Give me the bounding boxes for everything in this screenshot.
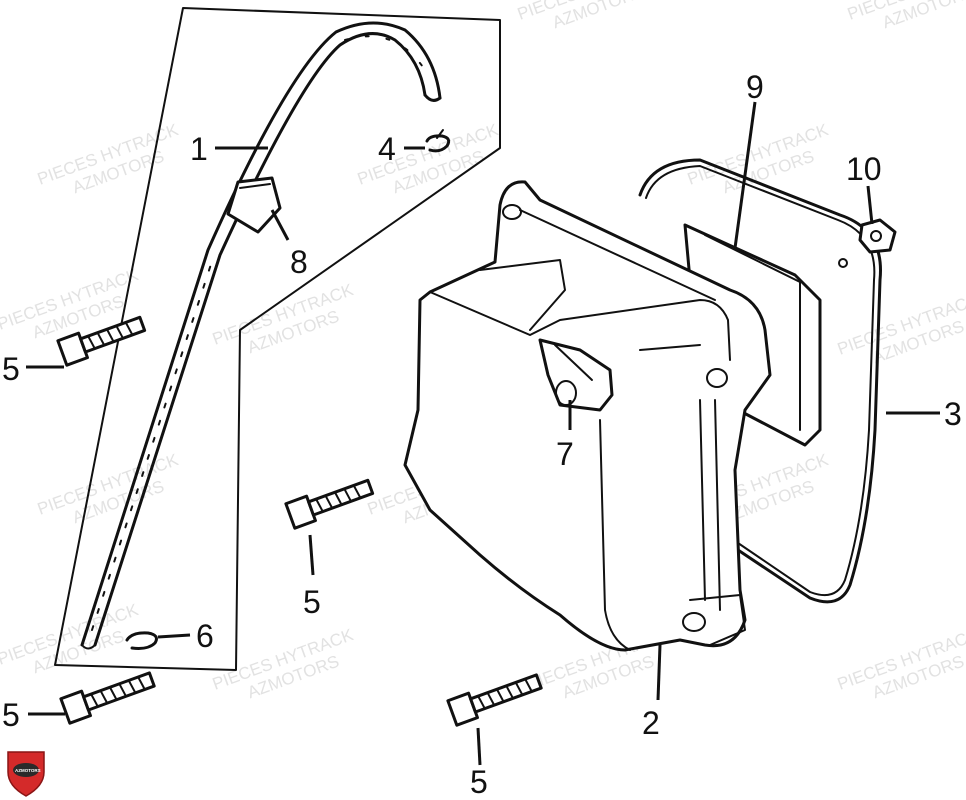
callout-3: 3	[944, 396, 962, 432]
callout-4: 4	[378, 131, 396, 167]
gasket-nut	[838, 218, 897, 268]
bolt-a	[56, 315, 147, 367]
callout-1: 1	[190, 131, 208, 167]
callout-10: 10	[846, 151, 882, 187]
head-cover	[403, 180, 772, 652]
callout-5-d: 5	[470, 764, 488, 800]
subassembly-boundary	[54, 7, 501, 671]
callout-5-a: 5	[2, 351, 20, 387]
hose-clip-bottom	[125, 631, 158, 650]
hose-clip-top	[425, 129, 451, 153]
callout-9: 9	[746, 69, 764, 105]
bolt-c	[59, 671, 156, 725]
callout-6: 6	[196, 618, 214, 654]
callout-7: 7	[556, 436, 574, 472]
callout-5-b: 5	[303, 584, 321, 620]
brand-logo: AZMOTORS	[7, 751, 45, 797]
callouts: 1 4 8 9 10 3 5 7 5 6 5 2 5	[2, 69, 962, 800]
bolt-d	[446, 673, 543, 727]
hose-clamp	[226, 176, 282, 234]
breather-hose	[80, 21, 442, 650]
callout-2: 2	[642, 705, 660, 741]
logo-text: AZMOTORS	[15, 768, 41, 773]
cover-gasket	[638, 158, 882, 604]
callout-8: 8	[290, 244, 308, 280]
callout-5-c: 5	[2, 697, 20, 733]
bolt-b	[284, 478, 375, 530]
leader-lines	[26, 101, 940, 766]
breather-fitting	[538, 338, 614, 412]
